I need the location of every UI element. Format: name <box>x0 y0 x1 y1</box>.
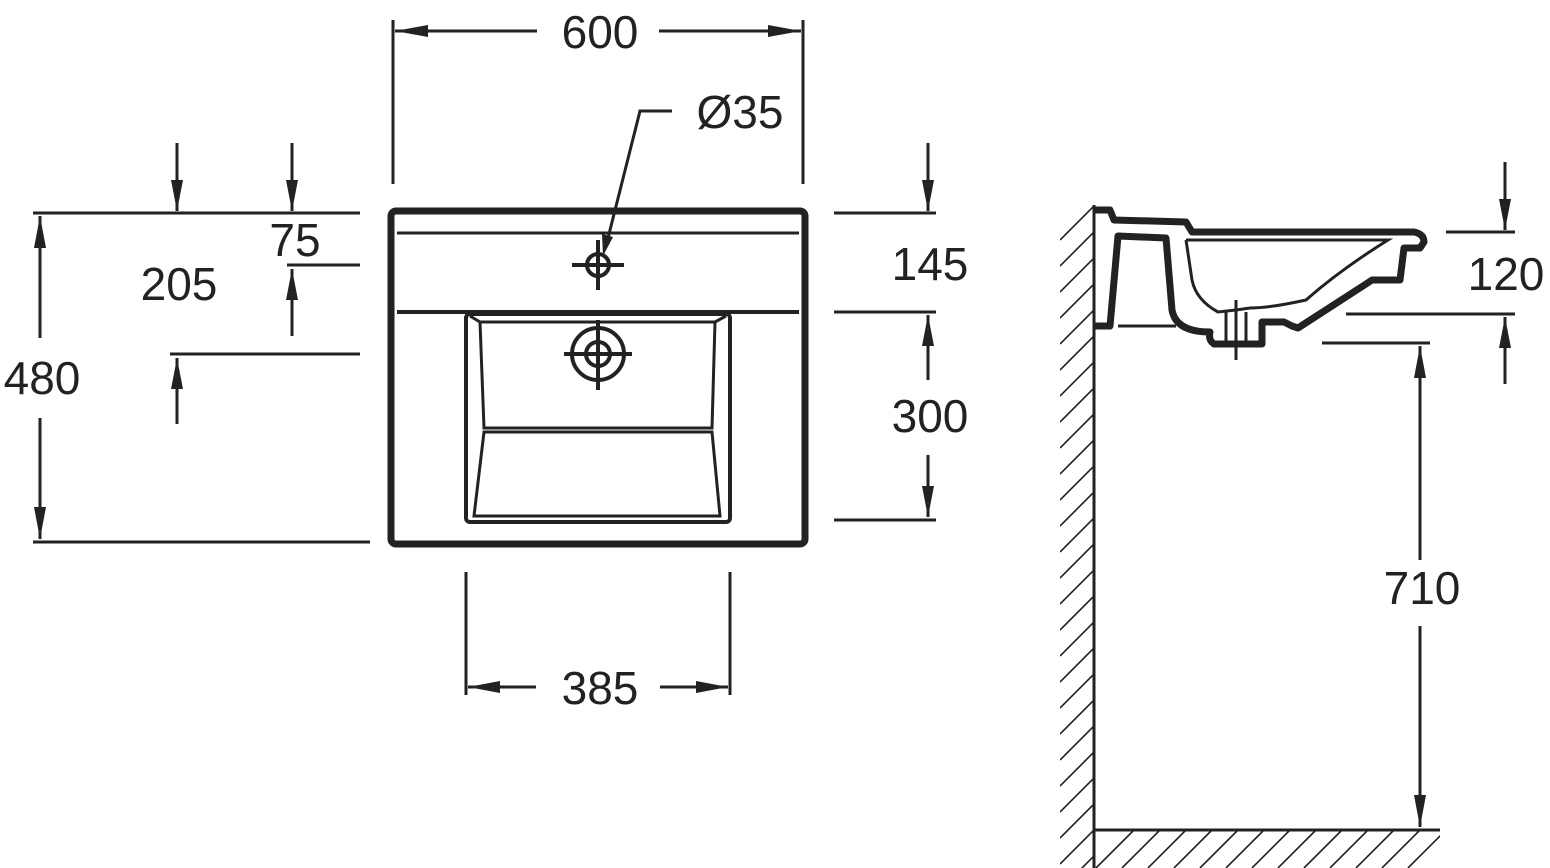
drain-hole <box>564 320 632 390</box>
depth-label: 480 <box>4 352 81 404</box>
offset-75-label: 75 <box>269 214 320 266</box>
dim-145-label: 145 <box>892 238 969 290</box>
side-view: 120 710 <box>1060 162 1544 868</box>
dim-300-label: 300 <box>892 390 969 442</box>
depth-dimension: 480 <box>4 216 370 544</box>
floor-hatching <box>1095 829 1440 868</box>
mount-height-label: 710 <box>1384 562 1461 614</box>
height-120-dimension: 120 <box>1346 162 1544 384</box>
tap-hole <box>572 240 624 290</box>
right-dimensions: 145 300 <box>834 143 969 522</box>
bowl-bottom <box>472 430 722 518</box>
left-offset-dimensions: 75 205 <box>33 143 360 424</box>
width-label: 600 <box>562 6 639 58</box>
bowl-width-label: 385 <box>562 662 639 714</box>
bowl-back-slope <box>478 320 717 430</box>
bowl-width-dimension: 385 <box>464 572 732 714</box>
basin-profile <box>1094 206 1428 360</box>
height-120-label: 120 <box>1468 248 1545 300</box>
offset-205-label: 205 <box>141 258 218 310</box>
hole-diameter-label: Ø35 <box>697 86 784 138</box>
mount-height-dimension: 710 <box>1322 341 1461 827</box>
hole-leader: Ø35 <box>602 86 783 256</box>
width-dimension: 600 <box>391 6 805 184</box>
basin-outline <box>387 207 809 548</box>
top-view: 600 Ø35 75 205 <box>4 6 969 714</box>
wall-hatching <box>1060 205 1094 868</box>
bowl-outline <box>464 312 732 524</box>
